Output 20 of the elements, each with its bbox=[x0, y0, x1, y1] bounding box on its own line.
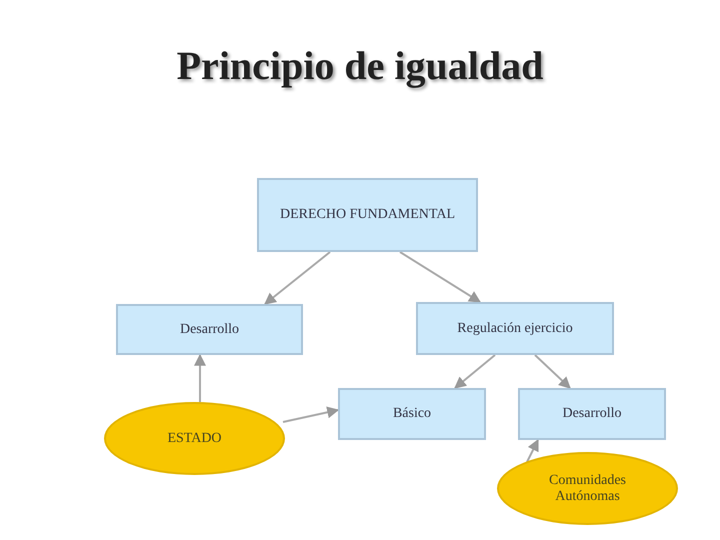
arrow bbox=[399, 251, 482, 303]
node-label: ESTADO bbox=[167, 430, 222, 446]
process-box bbox=[338, 388, 486, 440]
process-box bbox=[257, 178, 478, 252]
arrow bbox=[194, 354, 206, 402]
title: Principio de igualdad bbox=[176, 42, 544, 89]
process-box bbox=[518, 388, 666, 440]
arrow bbox=[264, 251, 331, 305]
node-label: Comunidades Autónomas bbox=[548, 472, 627, 504]
arrow bbox=[534, 354, 571, 389]
process-box bbox=[116, 304, 303, 355]
arrow bbox=[282, 406, 340, 423]
node-label: Básico bbox=[392, 406, 432, 422]
process-box bbox=[416, 302, 614, 355]
node-label: Desarrollo bbox=[562, 406, 622, 422]
node-label: DERECHO FUNDAMENTAL bbox=[280, 207, 456, 223]
node-label: Regulación ejercicio bbox=[457, 320, 573, 336]
arrow bbox=[454, 354, 496, 389]
arrow bbox=[526, 438, 539, 462]
node-label: Desarrollo bbox=[180, 322, 240, 338]
